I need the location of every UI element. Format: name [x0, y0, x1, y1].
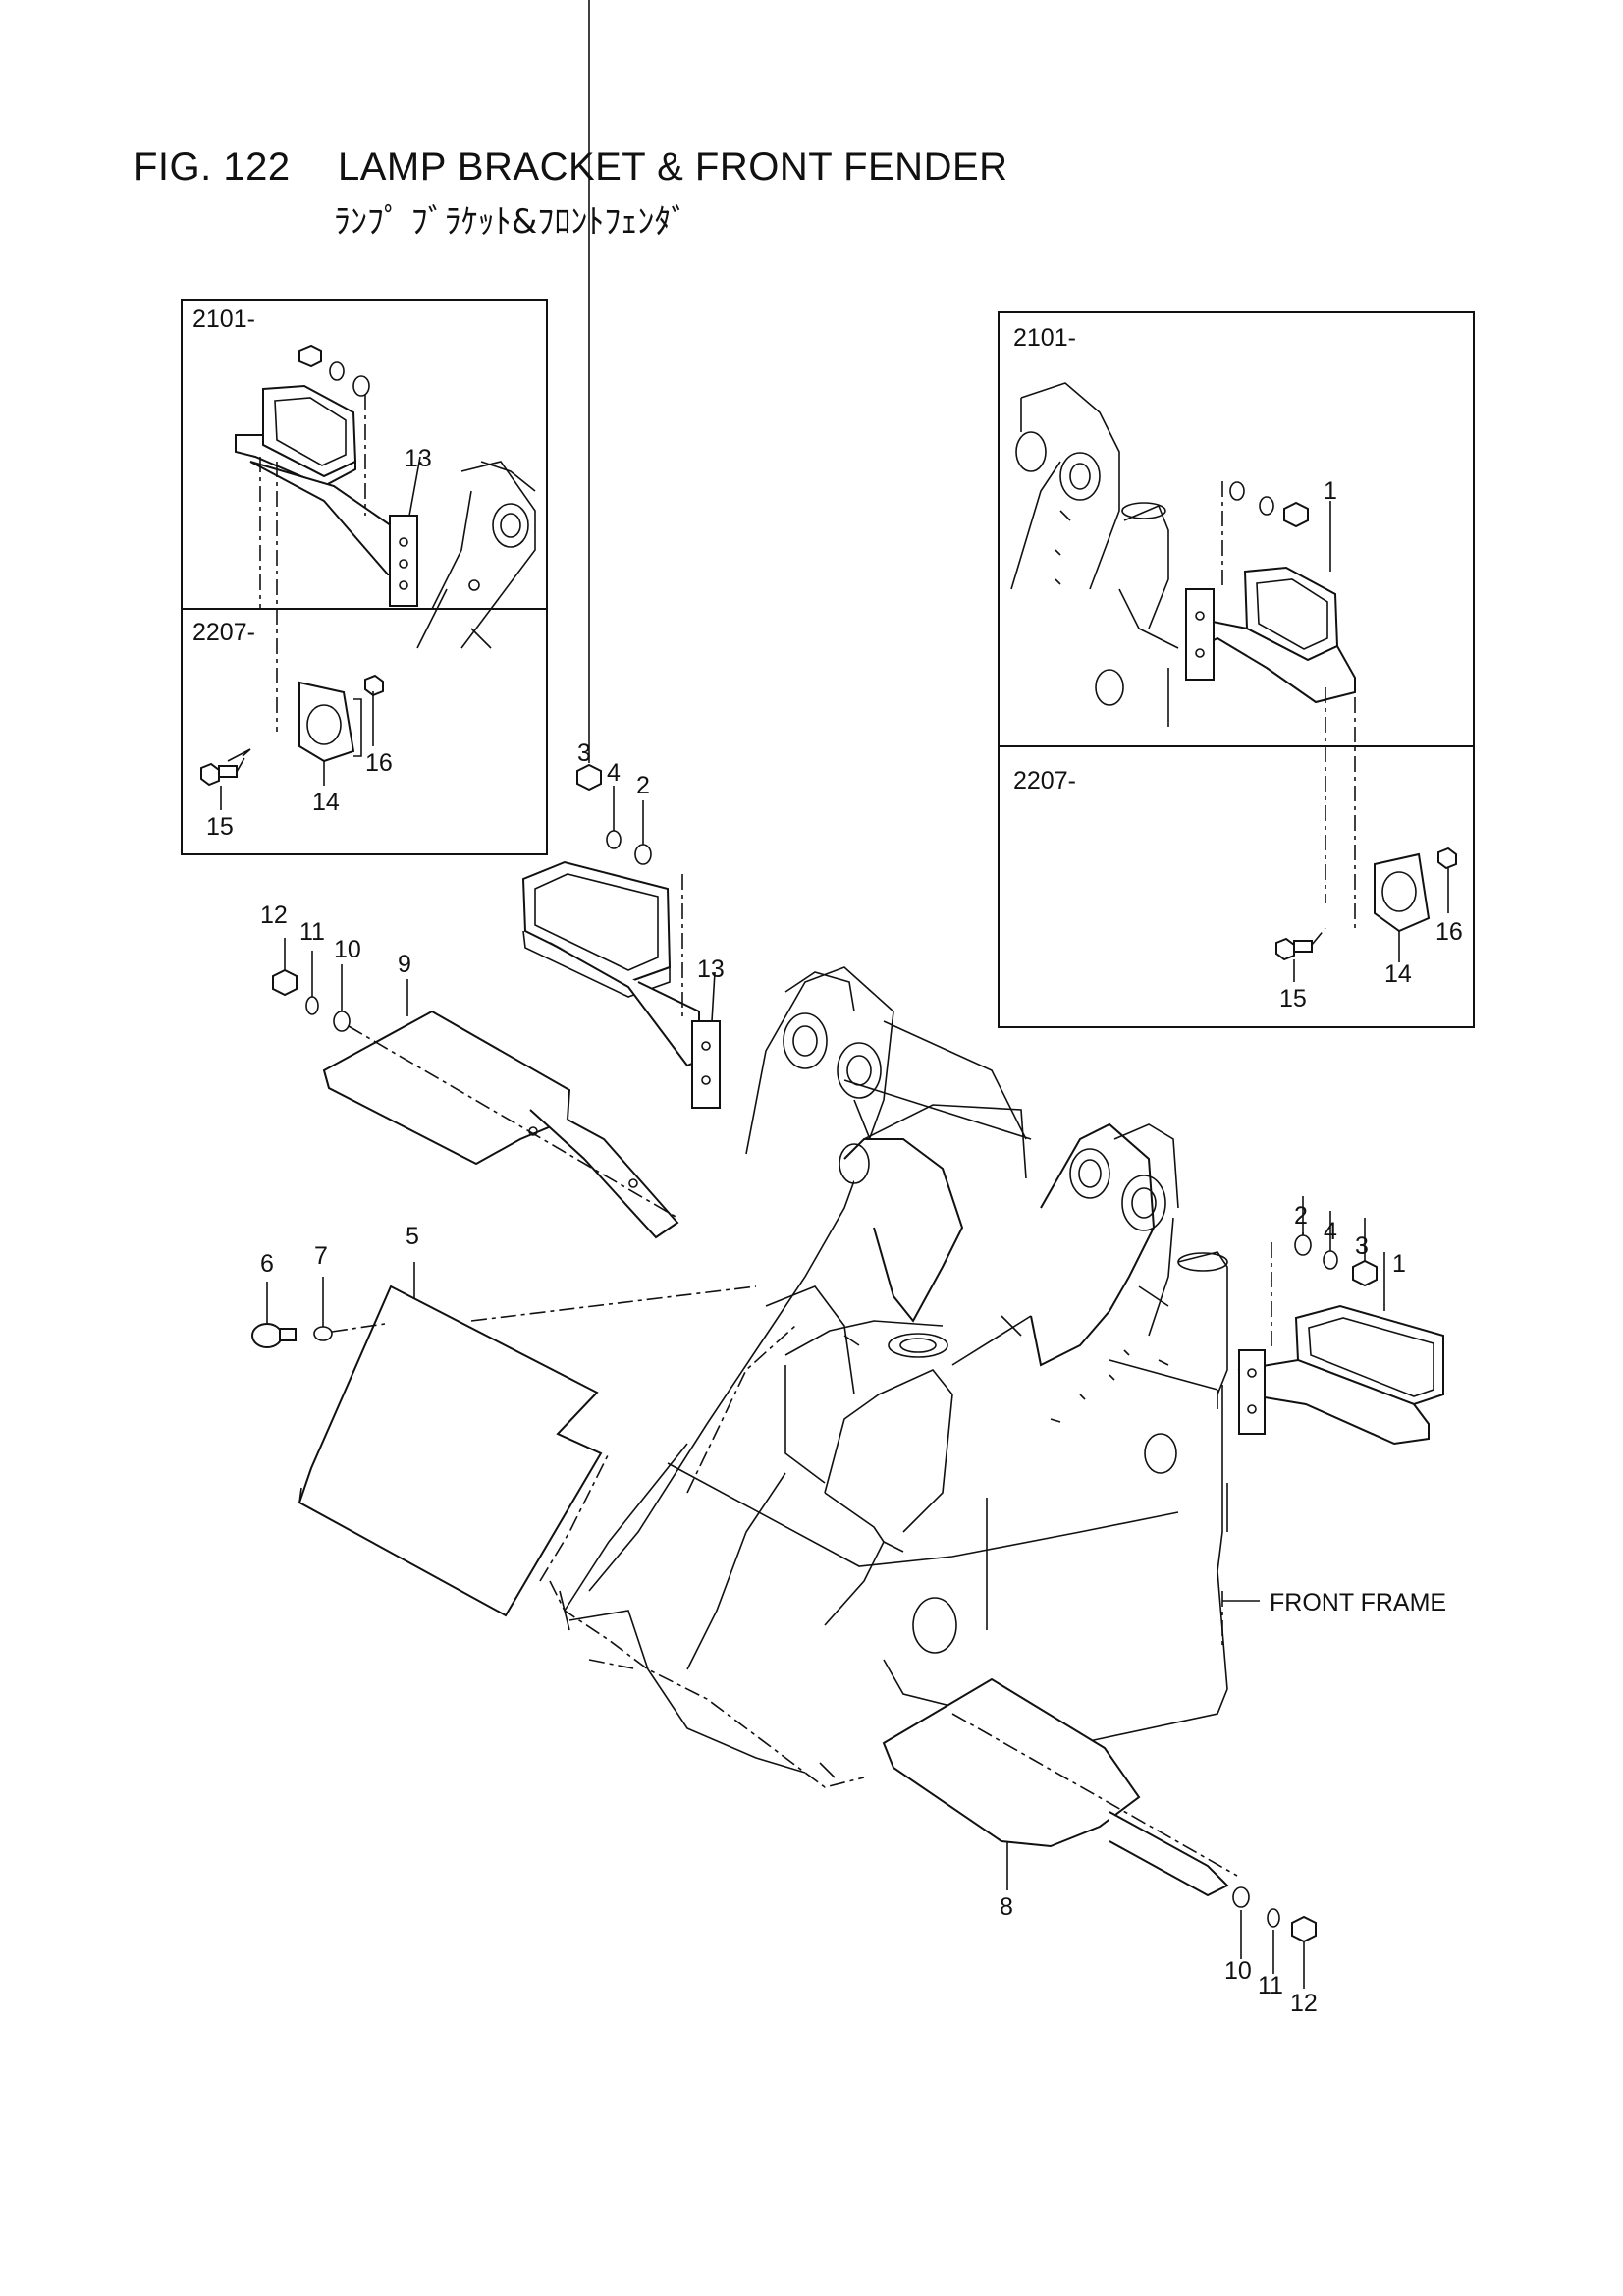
- frame-tower-partial-drawing: [1010, 382, 1179, 727]
- bolt-icon: [1275, 937, 1313, 961]
- part-label-3: 3: [1355, 1232, 1369, 1260]
- part-label-8: 8: [1000, 1893, 1013, 1921]
- part-label-4: 4: [1324, 1218, 1337, 1245]
- figure-subtitle-japanese: ﾗﾝﾌﾟ ﾌﾞﾗｹｯﾄ&ﾌﾛﾝﾄﾌｪﾝﾀﾞ: [334, 202, 688, 242]
- plug-bolt-icon: [251, 1323, 297, 1348]
- part-label-3: 3: [577, 739, 591, 767]
- inset-left-top-serial: 2101-: [192, 305, 255, 333]
- inset-right-frame: [998, 311, 1475, 1028]
- washer-icon: [333, 1011, 351, 1032]
- inset-left: 2101- 2207-: [181, 299, 548, 855]
- washer-icon: [1232, 1886, 1250, 1908]
- part-label-13: 13: [405, 445, 432, 472]
- inset-right-top-serial: 2101-: [1013, 324, 1076, 352]
- lock-washer-icon: [329, 361, 345, 381]
- nut-icon: [1283, 501, 1309, 528]
- front-fender-right-drawing: [882, 1677, 1317, 1989]
- part-label-11: 11: [299, 918, 325, 946]
- nut-icon: [298, 344, 322, 368]
- inset-left-bottom-serial: 2207-: [192, 619, 255, 646]
- washer-icon: [1294, 1234, 1312, 1256]
- part-label-1: 1: [1392, 1250, 1406, 1278]
- part-label-15: 15: [1279, 985, 1307, 1012]
- frame-arm-partial-drawing: [416, 461, 536, 649]
- front-frame-drawing: [539, 966, 1228, 1788]
- part-label-2: 2: [1294, 1202, 1308, 1230]
- part-label-16: 16: [1435, 918, 1463, 946]
- clamp-bracket-drawing: [298, 681, 362, 763]
- inset-right: 2101- 2207-: [998, 311, 1475, 1028]
- part-label-12: 12: [260, 902, 288, 929]
- part-label-14: 14: [1384, 960, 1412, 988]
- nut-icon: [1291, 1915, 1317, 1943]
- cover-plate-drawing: [251, 1285, 757, 1617]
- part-label-10: 10: [1224, 1957, 1252, 1985]
- washer-icon: [1229, 481, 1245, 501]
- bolt-icon: [200, 762, 238, 787]
- lock-washer-icon: [1267, 1908, 1280, 1928]
- nut-icon: [1437, 847, 1457, 870]
- lock-washer-icon: [1323, 1250, 1338, 1270]
- clamp-bracket-drawing: [1374, 852, 1431, 933]
- figure-title: FIG. 122 LAMP BRACKET & FRONT FENDER: [134, 145, 1008, 190]
- part-label-11: 11: [1258, 1972, 1283, 1999]
- part-label-15: 15: [206, 813, 234, 841]
- part-label-6: 6: [260, 1250, 274, 1278]
- lamp-bracket-drawing: [1185, 566, 1356, 704]
- lock-washer-icon: [305, 996, 319, 1015]
- washer-icon: [634, 844, 652, 865]
- part-label-14: 14: [312, 789, 340, 816]
- seal-washer-icon: [313, 1326, 333, 1341]
- nut-icon: [1352, 1259, 1378, 1287]
- nut-icon: [576, 763, 602, 792]
- figure-name: LAMP BRACKET & FRONT FENDER: [338, 145, 1008, 189]
- part-label-1: 1: [1324, 477, 1337, 505]
- nut-icon: [364, 674, 384, 697]
- part-label-9: 9: [398, 951, 411, 978]
- main-assembly: FRONT FRAME: [251, 0, 1446, 2017]
- part-label-13: 13: [697, 956, 725, 983]
- lamp-bracket-drawing: [235, 384, 418, 607]
- front-fender-left-drawing: [272, 968, 679, 1239]
- lamp-bracket-right-drawing: [1237, 1218, 1444, 1446]
- lock-washer-icon: [1259, 496, 1274, 516]
- inset-right-bottom-serial: 2207-: [1013, 767, 1076, 794]
- part-label-5: 5: [406, 1223, 419, 1250]
- front-frame-callout: FRONT FRAME: [1270, 1589, 1446, 1616]
- part-label-12: 12: [1290, 1990, 1318, 2017]
- figure-number: FIG. 122: [134, 145, 291, 189]
- nut-icon: [272, 968, 298, 997]
- part-label-4: 4: [607, 759, 621, 787]
- inset-left-frame: [181, 299, 548, 855]
- washer-icon: [352, 375, 370, 397]
- part-label-2: 2: [636, 772, 650, 799]
- lock-washer-icon: [606, 830, 622, 849]
- part-label-16: 16: [365, 749, 393, 777]
- lamp-bracket-center-drawing: [521, 0, 721, 1109]
- part-label-7: 7: [314, 1242, 328, 1270]
- part-label-10: 10: [334, 936, 361, 963]
